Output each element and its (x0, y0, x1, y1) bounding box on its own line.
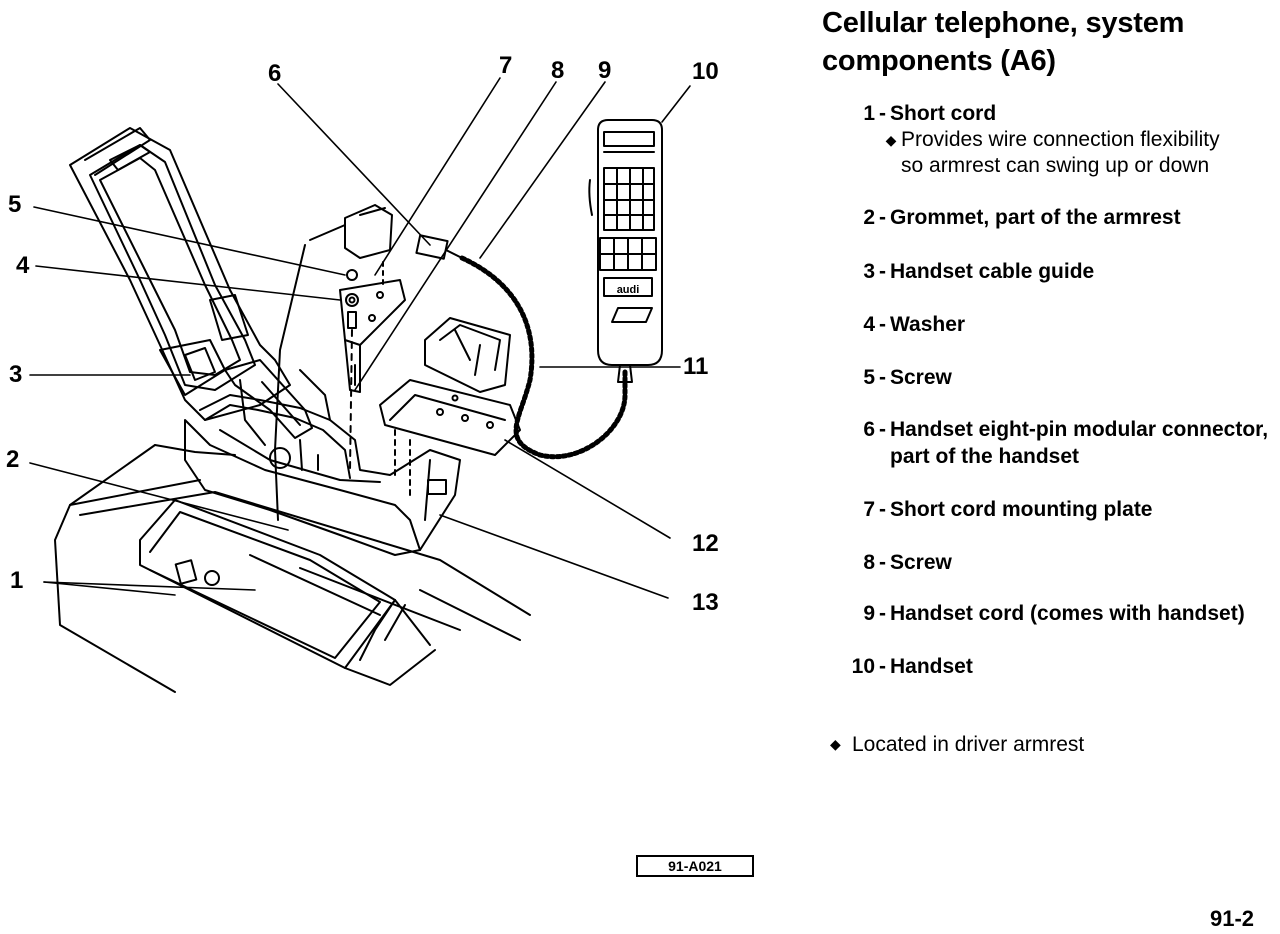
item-label: Screw (890, 366, 952, 389)
coiled-handset-cord (459, 255, 628, 460)
component-list: 1 - Short cord ◆ Provides wire connectio… (826, 100, 1272, 680)
item-number: 7 (863, 498, 875, 521)
item-label: Handset (890, 655, 973, 678)
item-label: Washer (890, 313, 966, 336)
callout-12: 12 (692, 530, 719, 557)
callout-9: 9 (598, 57, 611, 84)
component-item-1: 1 - Short cord ◆ Provides wire connectio… (826, 100, 1272, 179)
short-cord-mounting-plate (274, 204, 406, 521)
diamond-bullet-icon: ◆ (830, 736, 841, 752)
component-item-7: 7 - Short cord mounting plate (826, 496, 1272, 523)
svg-text:audi: audi (617, 284, 640, 296)
component-item-3: 3 - Handset cable guide (826, 258, 1272, 285)
item-label: Handset cord (comes with handset) (890, 602, 1245, 625)
callout-4: 4 (16, 252, 30, 279)
item-label: Short cord mounting plate (890, 498, 1153, 521)
item-label: Grommet, part of the armrest (890, 206, 1181, 229)
callout-7: 7 (499, 52, 512, 79)
component-item-10: 10 - Handset (826, 653, 1272, 680)
item-label: Handset eight-pin modular connector, par… (890, 418, 1269, 468)
callout-8: 8 (551, 57, 564, 84)
exploded-diagram: audi 1 2 3 4 5 6 7 8 9 10 11 12 13 (6, 52, 719, 693)
callout-5: 5 (8, 191, 21, 218)
callout-2: 2 (6, 446, 19, 473)
component-item-2: 2 - Grommet, part of the armrest (826, 204, 1272, 231)
title-line-2: components (A6) (822, 45, 1056, 77)
item-number: 2 (863, 206, 875, 229)
handset-cable-guide (224, 359, 313, 439)
page-title: Cellular telephone, system components (A… (822, 4, 1184, 80)
item-label: Screw (890, 551, 952, 574)
component-item-6: 6 - Handset eight-pin modular connector,… (826, 416, 1272, 470)
armrest-lid (69, 127, 291, 421)
callout-10: 10 (692, 58, 719, 85)
item-number: 6 (863, 418, 875, 441)
item-detail: so armrest can swing up or down (901, 154, 1210, 177)
note-text: Located in driver armrest (852, 733, 1085, 756)
title-line-1: Cellular telephone, system (822, 7, 1185, 39)
leader-lines (29, 77, 691, 599)
callout-11: 11 (683, 353, 708, 380)
item-number: 10 (851, 655, 875, 678)
component-item-5: 5 - Screw (826, 364, 1272, 391)
component-item-9: 9 - Handset cord (comes with handset) (826, 600, 1272, 627)
center-console (54, 444, 531, 693)
item-number: 5 (863, 366, 875, 389)
diamond-bullet-icon: ◆ (885, 132, 897, 148)
figure-code: 91-A021 (636, 855, 754, 877)
item-number: 8 (863, 551, 875, 574)
item-detail: Provides wire connection flexibility (901, 128, 1220, 151)
handset (588, 119, 663, 383)
item-number: 1 (863, 102, 875, 125)
item-label: Handset cable guide (890, 260, 1095, 283)
callout-3: 3 (9, 361, 22, 388)
page-number: 91-2 (1210, 906, 1255, 931)
item-number: 4 (863, 313, 875, 336)
handset-logo: audi (617, 284, 640, 296)
item-label: Short cord (890, 102, 997, 125)
component-item-4: 4 - Washer (826, 311, 1272, 338)
armrest-base (184, 369, 461, 556)
callout-numbers: 1 2 3 4 5 6 7 8 9 10 11 12 13 (6, 52, 719, 616)
item-number: 3 (863, 260, 875, 283)
location-note: ◆ Located in driver armrest (830, 731, 1084, 758)
callout-6: 6 (268, 60, 281, 87)
component-item-8: 8 - Screw (826, 549, 1272, 576)
callout-1: 1 (10, 567, 23, 594)
item-number: 9 (863, 602, 875, 625)
callout-13: 13 (692, 589, 719, 616)
handset-cradle (379, 317, 521, 496)
